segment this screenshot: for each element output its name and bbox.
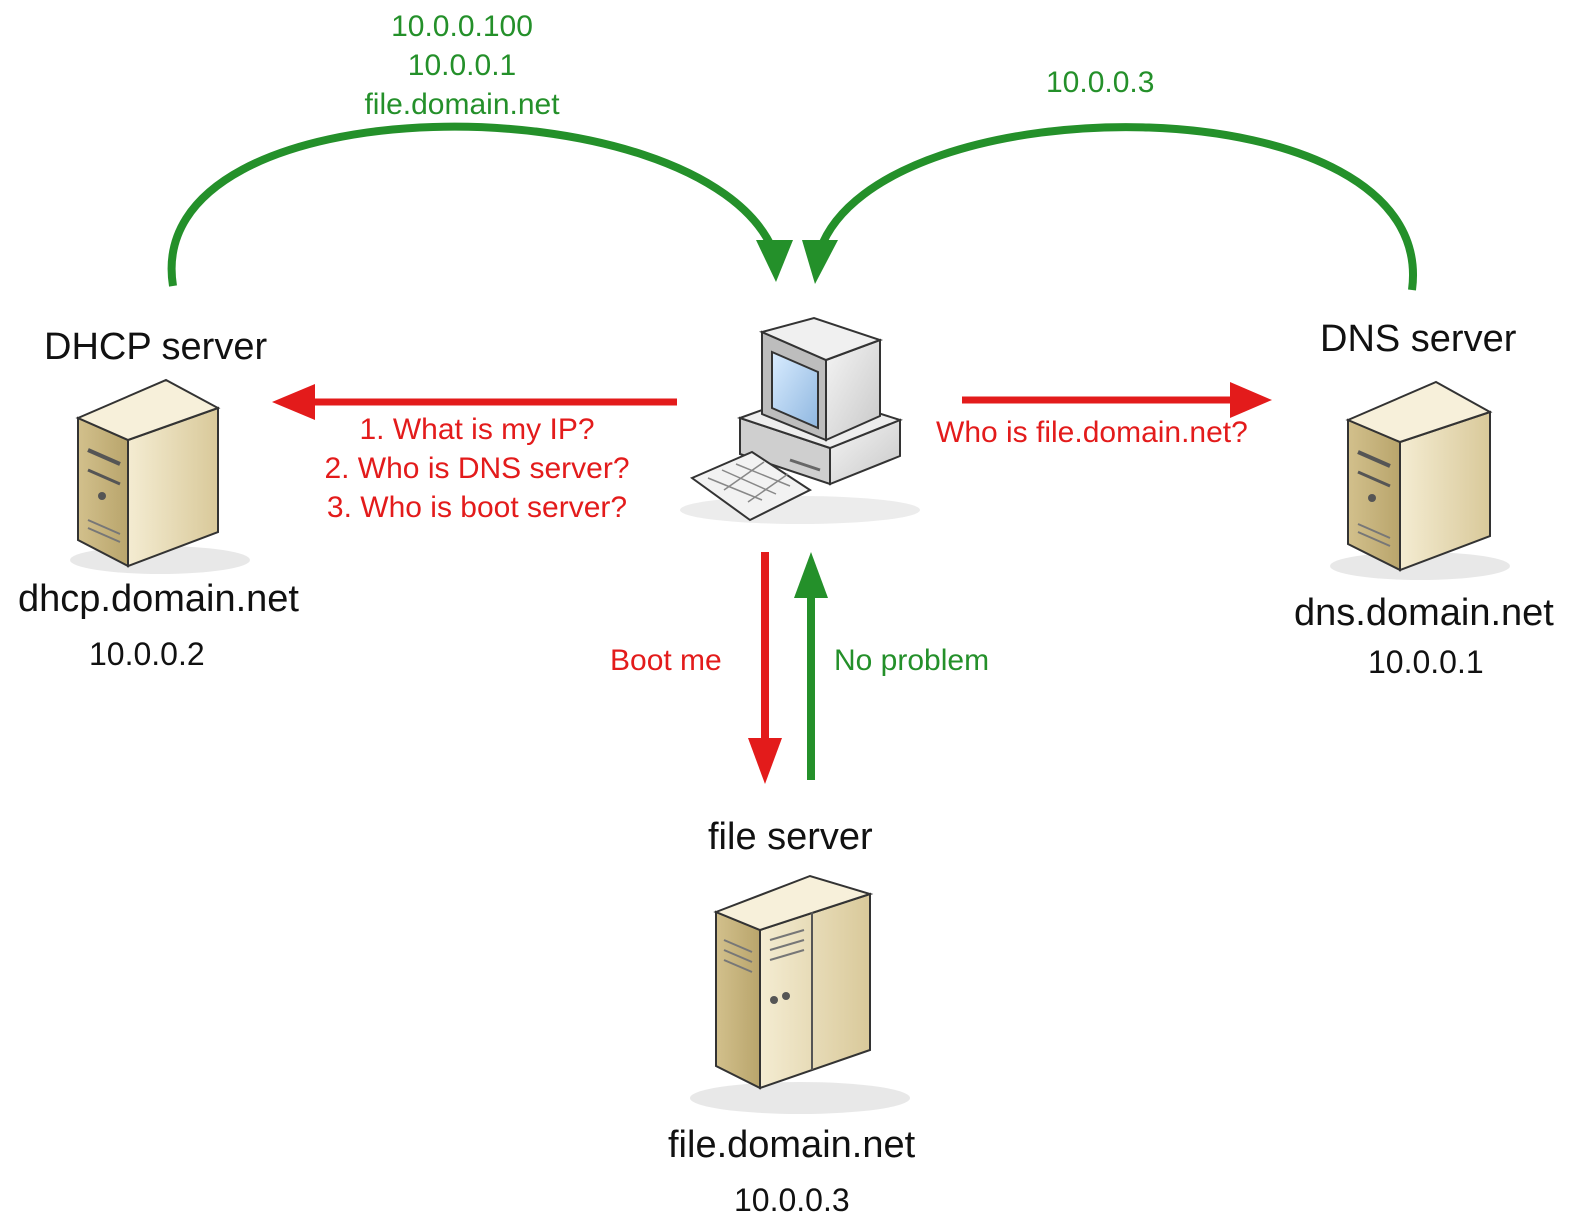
dns-server-icon — [1330, 380, 1510, 580]
dns-request-arrowhead — [1230, 382, 1272, 418]
dns-hostname: dns.domain.net — [1294, 592, 1554, 634]
dhcp-reply-line-1: 10.0.0.100 — [391, 10, 533, 43]
file-request-arrowhead — [748, 738, 782, 784]
dhcp-server-title: DHCP server — [44, 326, 268, 368]
file-server-icon — [690, 874, 910, 1114]
dhcp-reply-arrow — [167, 122, 777, 287]
file-reply-arrowhead — [794, 552, 828, 598]
file-request-label: Boot me — [610, 644, 722, 677]
file-server-title: file server — [708, 816, 873, 858]
file-hostname: file.domain.net — [668, 1124, 916, 1166]
dhcp-hostname: dhcp.domain.net — [18, 578, 299, 620]
file-ip: 10.0.0.3 — [734, 1182, 850, 1218]
dhcp-request-arrowhead — [272, 384, 315, 420]
dns-request-label: Who is file.domain.net? — [936, 416, 1248, 449]
file-reply-label: No problem — [834, 644, 990, 677]
dns-reply-arrowhead — [802, 240, 838, 284]
dns-reply-label: 10.0.0.3 — [1046, 66, 1155, 99]
dns-server-title: DNS server — [1320, 318, 1517, 360]
dhcp-ip: 10.0.0.2 — [89, 636, 205, 672]
dhcp-reply-line-3: file.domain.net — [364, 88, 560, 121]
dhcp-server-icon — [70, 378, 250, 574]
dhcp-request-line-1: 1. What is my IP? — [359, 413, 595, 446]
dhcp-reply-arrowhead — [756, 240, 793, 282]
dhcp-request-line-3: 3. Who is boot server? — [326, 491, 628, 524]
dhcp-reply-line-2: 10.0.0.1 — [407, 49, 517, 82]
dhcp-request-line-2: 2. Who is DNS server? — [324, 452, 630, 485]
dns-ip: 10.0.0.1 — [1368, 644, 1484, 680]
client-computer-icon — [680, 316, 920, 524]
dns-reply-arrow — [816, 123, 1417, 291]
